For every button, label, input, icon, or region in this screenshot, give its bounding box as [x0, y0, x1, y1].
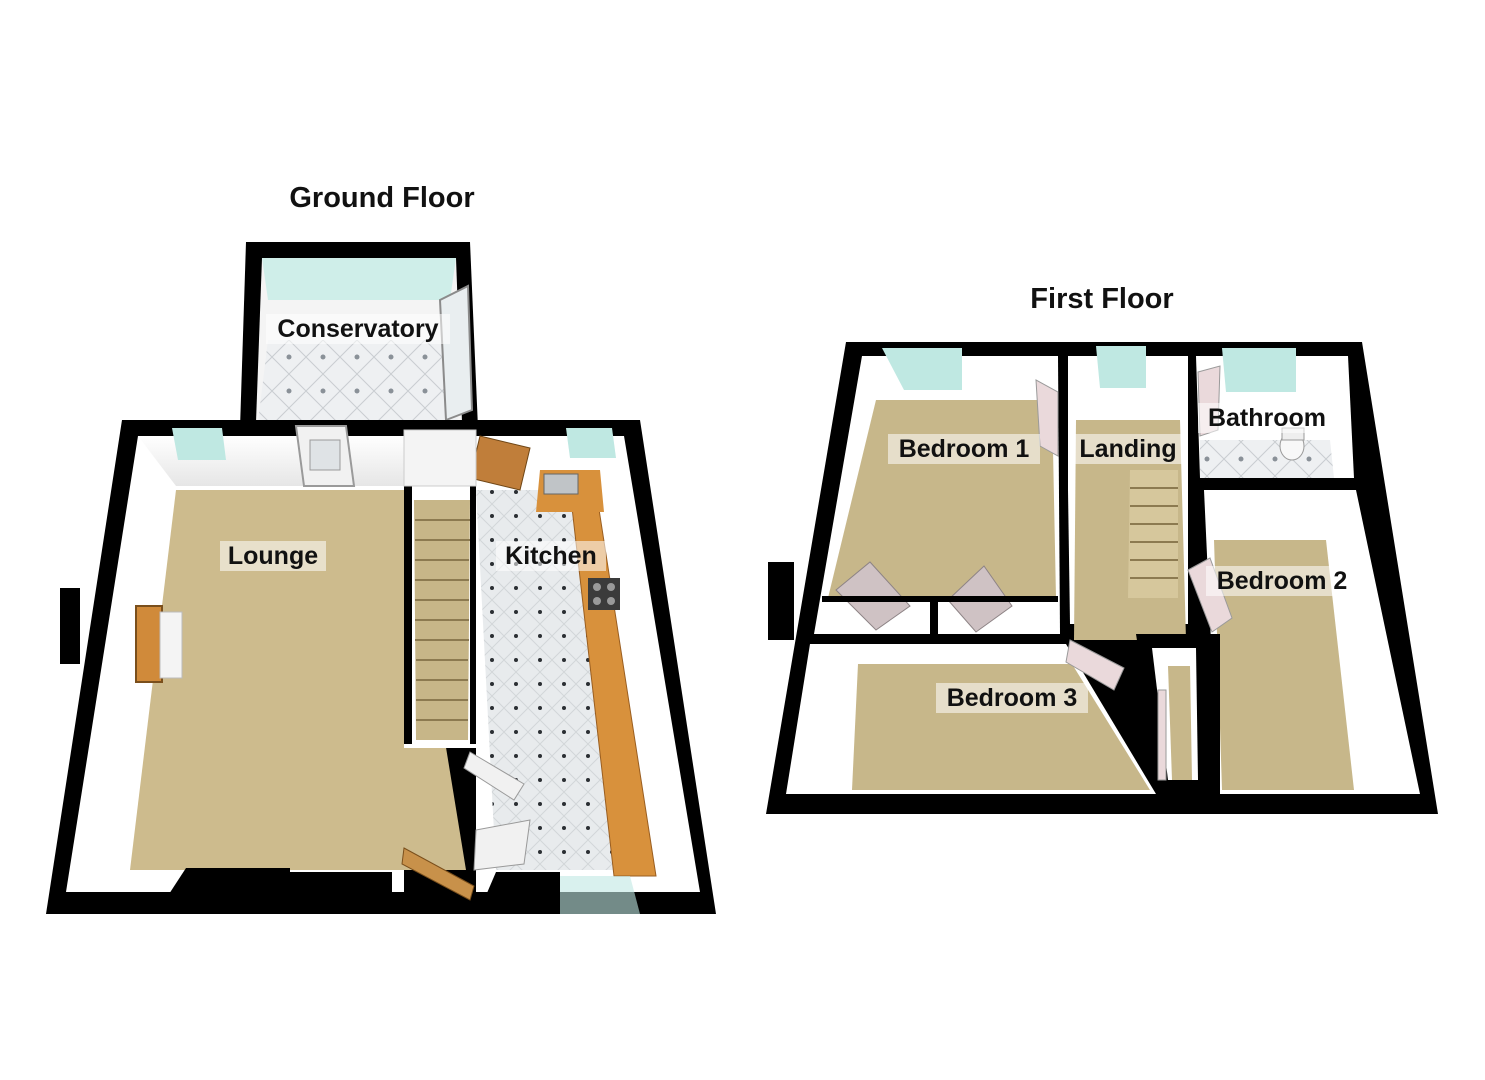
conservatory-window [262, 258, 456, 300]
hob-icon [588, 578, 620, 610]
door-icon [1035, 379, 1059, 457]
room-label-landing: Landing [1079, 435, 1176, 463]
conservatory-door [438, 284, 474, 422]
chimney-breast [60, 588, 80, 664]
bedroom-1-window [882, 348, 962, 390]
ground-floor-title: Ground Floor [289, 182, 474, 214]
room-label-conservatory: Conservatory [277, 315, 438, 343]
bathroom-window [1222, 348, 1296, 392]
bedroom-2-carpet [1214, 540, 1354, 790]
lounge-bay [290, 872, 392, 914]
lounge-carpet [130, 490, 466, 870]
fireplace-icon [135, 605, 163, 683]
room-label-bedroom-2: Bedroom 2 [1217, 567, 1348, 595]
door-icon [1065, 639, 1125, 691]
conservatory-tile-floor [258, 340, 458, 422]
staircase-icon [1128, 470, 1178, 598]
room-label-bedroom-3: Bedroom 3 [947, 684, 1078, 712]
room-label-lounge: Lounge [228, 542, 318, 570]
first-floor [766, 342, 1438, 814]
staircase-icon [404, 486, 478, 748]
chimney-breast [768, 562, 794, 640]
bedroom-3-room [786, 636, 1160, 814]
lounge-window [172, 428, 226, 460]
room-label-bathroom: Bathroom [1208, 404, 1326, 432]
room-label-bedroom-1: Bedroom 1 [899, 435, 1030, 463]
landing-room [1060, 346, 1190, 640]
sink-icon [543, 473, 579, 495]
front-door [401, 847, 475, 901]
kitchen-window [566, 428, 616, 458]
room-label-kitchen: Kitchen [505, 542, 597, 570]
conservatory-room [240, 242, 478, 428]
landing-window [1096, 346, 1146, 388]
first-floor-title: First Floor [1030, 283, 1173, 315]
